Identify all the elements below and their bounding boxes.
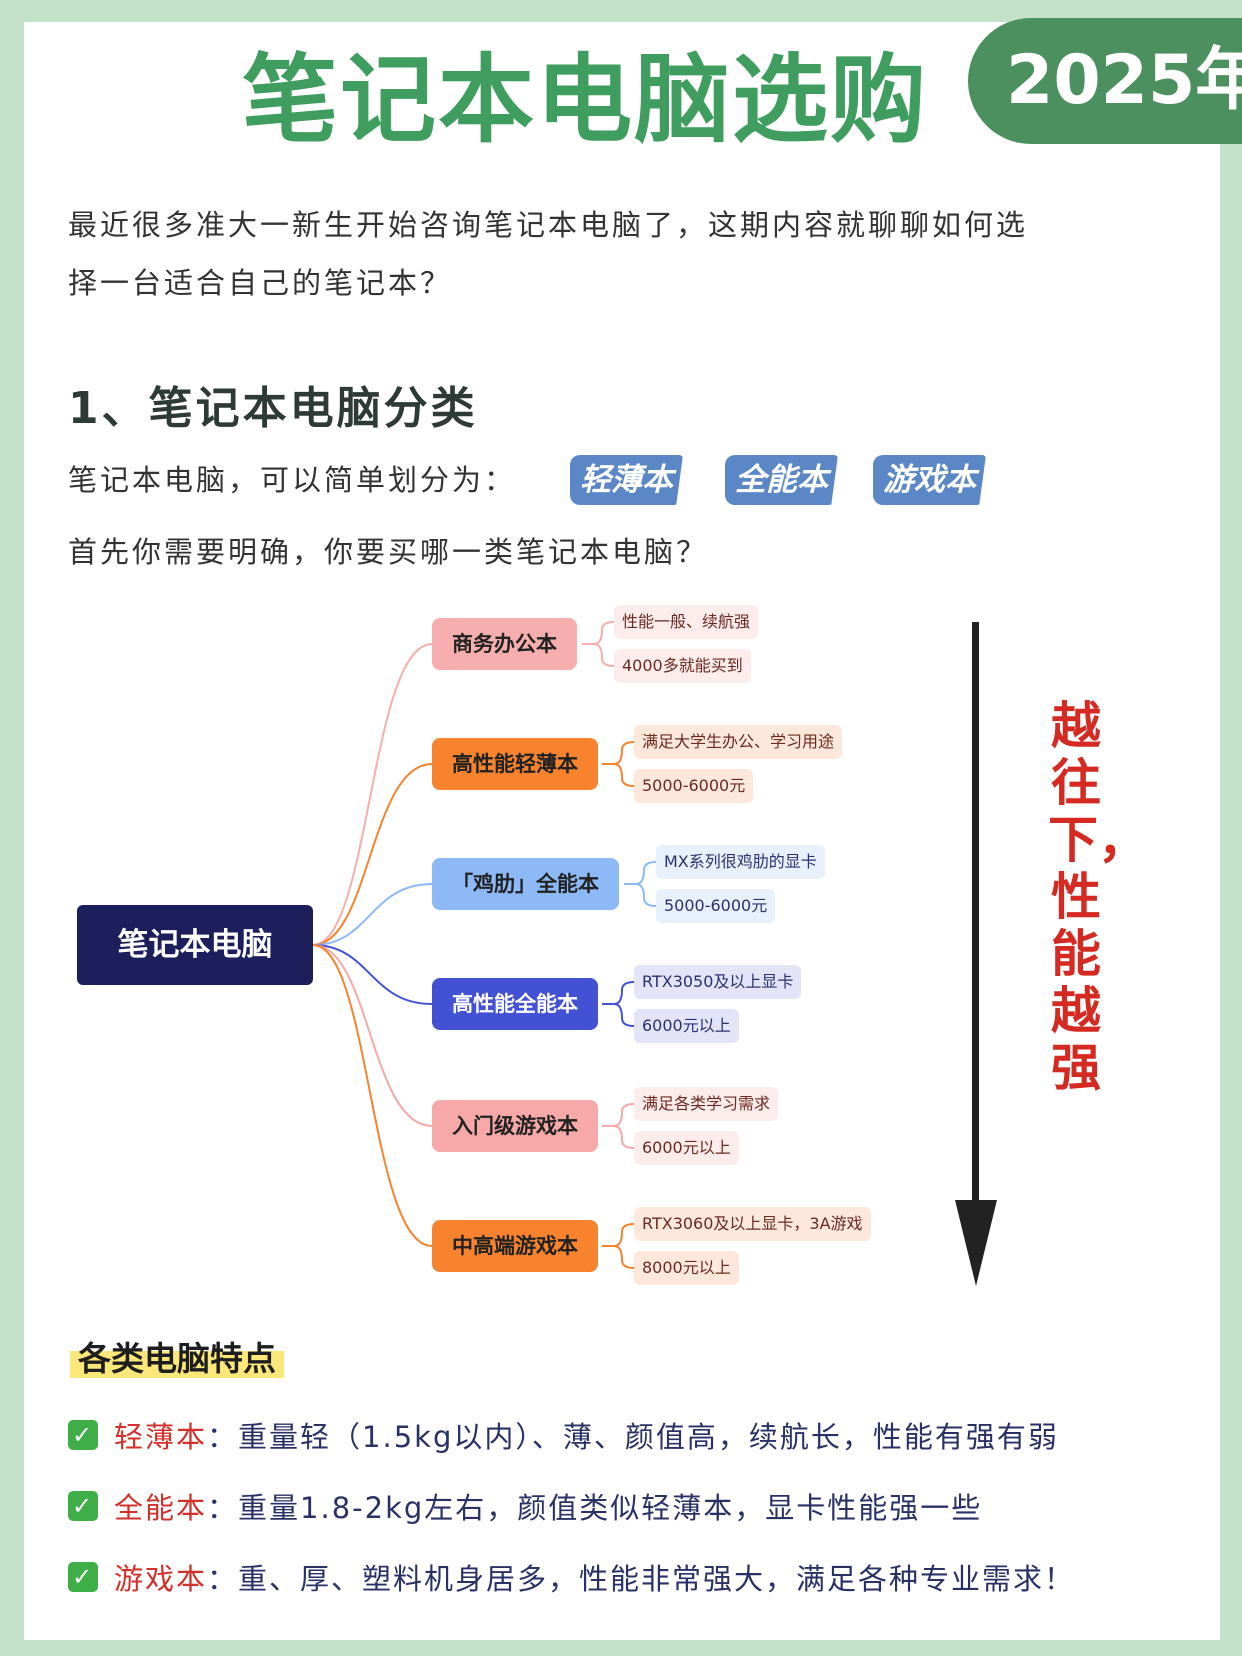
mindmap-leaf: 满足各类学习需求 [634, 1087, 779, 1121]
mindmap-branch: 高性能轻薄本 [432, 738, 598, 790]
features-heading: 各类电脑特点 [70, 1330, 284, 1382]
mindmap-branch: 入门级游戏本 [432, 1100, 598, 1152]
arrow-head-icon [955, 1200, 997, 1286]
branch-connector [312, 763, 433, 946]
leaf-connector [602, 763, 635, 787]
category-intro: 笔记本电脑，可以简单划分为： [68, 463, 517, 497]
page-title: 笔记本电脑选购 [242, 44, 928, 156]
mindmap-leaf: 6000元以上 [634, 1009, 739, 1043]
mindmap-leaf: RTX3060及以上显卡，3A游戏 [634, 1207, 871, 1241]
feature-item: ✓游戏本：重、厚、塑料机身居多，性能非常强大，满足各种专业需求！ [68, 1556, 1075, 1598]
leaf-connector [602, 1245, 635, 1269]
leaf-connector [602, 981, 635, 1005]
feature-item: ✓轻薄本：重量轻（1.5kg以内）、薄、颜值高，续航长，性能有强有弱 [68, 1414, 1059, 1456]
mindmap-branch: 商务办公本 [432, 618, 577, 670]
feature-item: ✓全能本：重量1.8-2kg左右，颜值类似轻薄本，显卡性能强一些 [68, 1485, 982, 1527]
tag-gaming: 游戏本 [873, 455, 986, 505]
branch-connector [312, 944, 433, 1127]
question-line: 首先你需要明确，你要买哪一类笔记本电脑？ [68, 535, 709, 569]
tag-thin-light: 轻薄本 [570, 455, 683, 505]
arrow-down-icon [972, 622, 979, 1212]
mindmap-leaf: 5000-6000元 [656, 889, 776, 923]
leaf-connector [624, 861, 657, 885]
mindmap-branch: 高性能全能本 [432, 978, 598, 1030]
branch-connector [312, 944, 433, 1005]
check-icon: ✓ [68, 1491, 98, 1521]
leaf-connector [602, 1125, 635, 1149]
mindmap-branch: 中高端游戏本 [432, 1220, 598, 1272]
mindmap-leaf: 5000-6000元 [634, 769, 754, 803]
leaf-connector [602, 741, 635, 765]
mindmap-leaf: 满足大学生办公、学习用途 [634, 725, 843, 759]
mindmap-branch: 「鸡肋」全能本 [432, 858, 619, 910]
mindmap-leaf: 6000元以上 [634, 1131, 739, 1165]
intro-line-2: 择一台适合自己的笔记本？ [68, 266, 453, 300]
mindmap-root: 笔记本电脑 [77, 905, 313, 985]
mindmap-leaf: 8000元以上 [634, 1251, 739, 1285]
leaf-connector [582, 643, 615, 667]
performance-note: 越往下，性能越强 [1048, 697, 1148, 1097]
intro-line-1: 最近很多准大一新生开始咨询笔记本电脑了，这期内容就聊聊如何选 [68, 208, 1029, 242]
section-heading: 1、笔记本电脑分类 [68, 383, 478, 434]
branch-connector [312, 944, 433, 1247]
mindmap-leaf: RTX3050及以上显卡 [634, 965, 802, 999]
leaf-connector [582, 621, 615, 645]
mindmap-leaf: MX系列很鸡肋的显卡 [656, 845, 825, 879]
branch-connector [312, 883, 433, 946]
mindmap-leaf: 4000多就能买到 [614, 649, 751, 683]
leaf-connector [602, 1103, 635, 1127]
leaf-connector [602, 1223, 635, 1247]
leaf-connector [602, 1003, 635, 1027]
branch-connector [312, 643, 433, 946]
leaf-connector [624, 883, 657, 907]
year-badge: 2025年 [968, 18, 1242, 144]
mindmap-leaf: 性能一般、续航强 [614, 605, 759, 639]
check-icon: ✓ [68, 1562, 98, 1592]
tag-all-round: 全能本 [725, 455, 838, 505]
check-icon: ✓ [68, 1420, 98, 1450]
